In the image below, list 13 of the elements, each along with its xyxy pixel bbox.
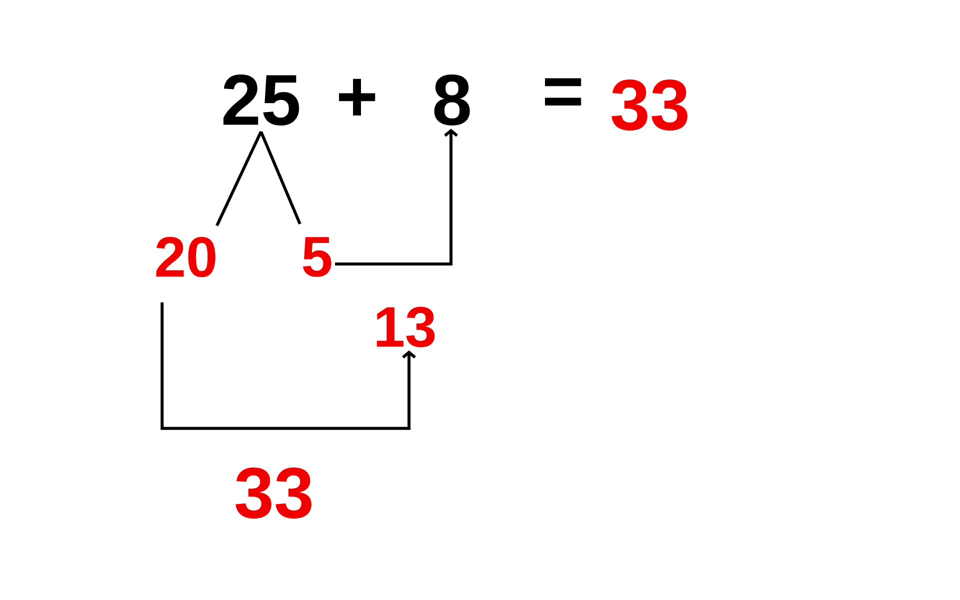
number: 8 bbox=[434, 74, 470, 126]
number: 13 bbox=[376, 306, 435, 348]
number: 20 bbox=[156, 236, 216, 278]
answer-number: 33 bbox=[612, 79, 688, 131]
plus-sign: + bbox=[339, 78, 376, 116]
arrow bbox=[335, 128, 458, 266]
number: 25 bbox=[223, 74, 300, 126]
arrow bbox=[160, 302, 416, 430]
number: 5 bbox=[302, 237, 332, 277]
equals-sign: = bbox=[544, 78, 582, 106]
branch-line bbox=[216, 131, 262, 226]
branch-line bbox=[260, 131, 302, 224]
sum-number: 33 bbox=[236, 467, 312, 519]
